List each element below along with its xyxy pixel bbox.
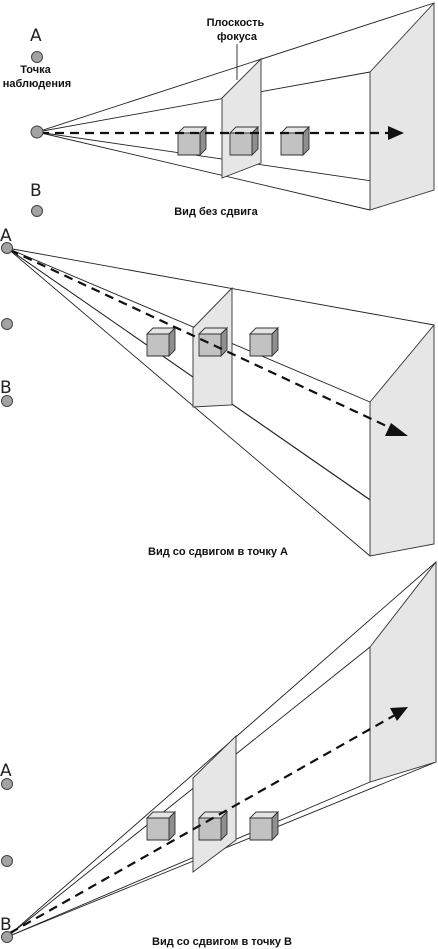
cube — [248, 810, 280, 842]
cube-front — [249, 333, 273, 357]
focus-plane — [192, 734, 237, 873]
point-b-label: B — [30, 181, 42, 201]
point-a-marker — [1, 778, 13, 790]
panel-no-shift: A B Точка наблюдения Плоскость фокуса Ви… — [3, 1, 435, 218]
cube-front — [146, 333, 170, 357]
frustum-edge-top — [36, 2, 435, 133]
point-a-label: A — [30, 26, 42, 46]
frustum-edge-bottom — [6, 781, 371, 938]
point-a-marker — [1, 242, 13, 254]
cube-front — [249, 817, 273, 841]
frustum-edge-top — [6, 247, 435, 326]
point-a-marker — [31, 51, 43, 63]
view-direction-line — [9, 714, 396, 934]
frustum-edge-upper — [36, 71, 371, 133]
cube — [228, 125, 260, 157]
point-b-marker — [1, 395, 13, 407]
panel-shift-a: A B Вид со сдвигом в точку А — [0, 226, 435, 558]
cube-front — [146, 817, 170, 841]
frustum-edge-outer — [6, 247, 371, 557]
cube — [176, 125, 208, 157]
cube — [145, 810, 177, 842]
focus-plane-label: Плоскость фокуса — [207, 17, 268, 43]
point-b-marker — [1, 931, 13, 943]
far-plane — [369, 560, 437, 783]
focus-label-line1: Плоскость — [207, 17, 265, 29]
frustum-edge-top — [6, 561, 437, 938]
cube-front — [198, 817, 222, 841]
observation-label-line1: Точка — [20, 64, 51, 76]
view-direction-line — [9, 249, 396, 431]
caption-shift-b: Вид со сдвигом в точку В — [152, 936, 292, 948]
observation-point — [30, 125, 44, 139]
cube-front — [280, 132, 304, 156]
view-direction-arrow — [390, 707, 408, 721]
cube — [279, 125, 311, 157]
cube-front — [198, 333, 222, 357]
observation-label: Точка наблюдения — [3, 64, 71, 90]
panel-shift-b: A B Вид со сдвигом в точку В — [0, 560, 437, 948]
cube — [248, 326, 280, 358]
frustum-edge-upper — [6, 646, 371, 938]
caption-shift-a: Вид со сдвигом в точку А — [148, 546, 288, 558]
center-point-marker — [1, 855, 13, 867]
point-a-label: A — [0, 761, 12, 781]
cube — [197, 326, 229, 358]
center-point-marker — [1, 318, 13, 330]
observation-label-line2: наблюдения — [3, 78, 71, 90]
view-direction-arrow — [388, 126, 404, 140]
view-direction-arrow — [385, 423, 408, 436]
cube — [145, 326, 177, 358]
far-plane — [369, 1, 435, 211]
frustum-edge-bottom — [36, 131, 371, 211]
cube-front — [229, 132, 253, 156]
point-b-label: B — [0, 378, 12, 398]
point-b-label: B — [0, 915, 12, 935]
cube-front — [177, 132, 201, 156]
focus-label-line2: фокуса — [217, 31, 258, 43]
caption-no-shift: Вид без сдвига — [174, 206, 258, 218]
point-a-label: A — [0, 226, 12, 246]
cube — [197, 810, 229, 842]
point-b-marker — [31, 205, 43, 217]
focus-plane — [221, 57, 262, 179]
far-plane — [369, 323, 435, 557]
frustum-edge-bottom — [6, 247, 371, 501]
frustum-edge-upper — [6, 247, 371, 403]
